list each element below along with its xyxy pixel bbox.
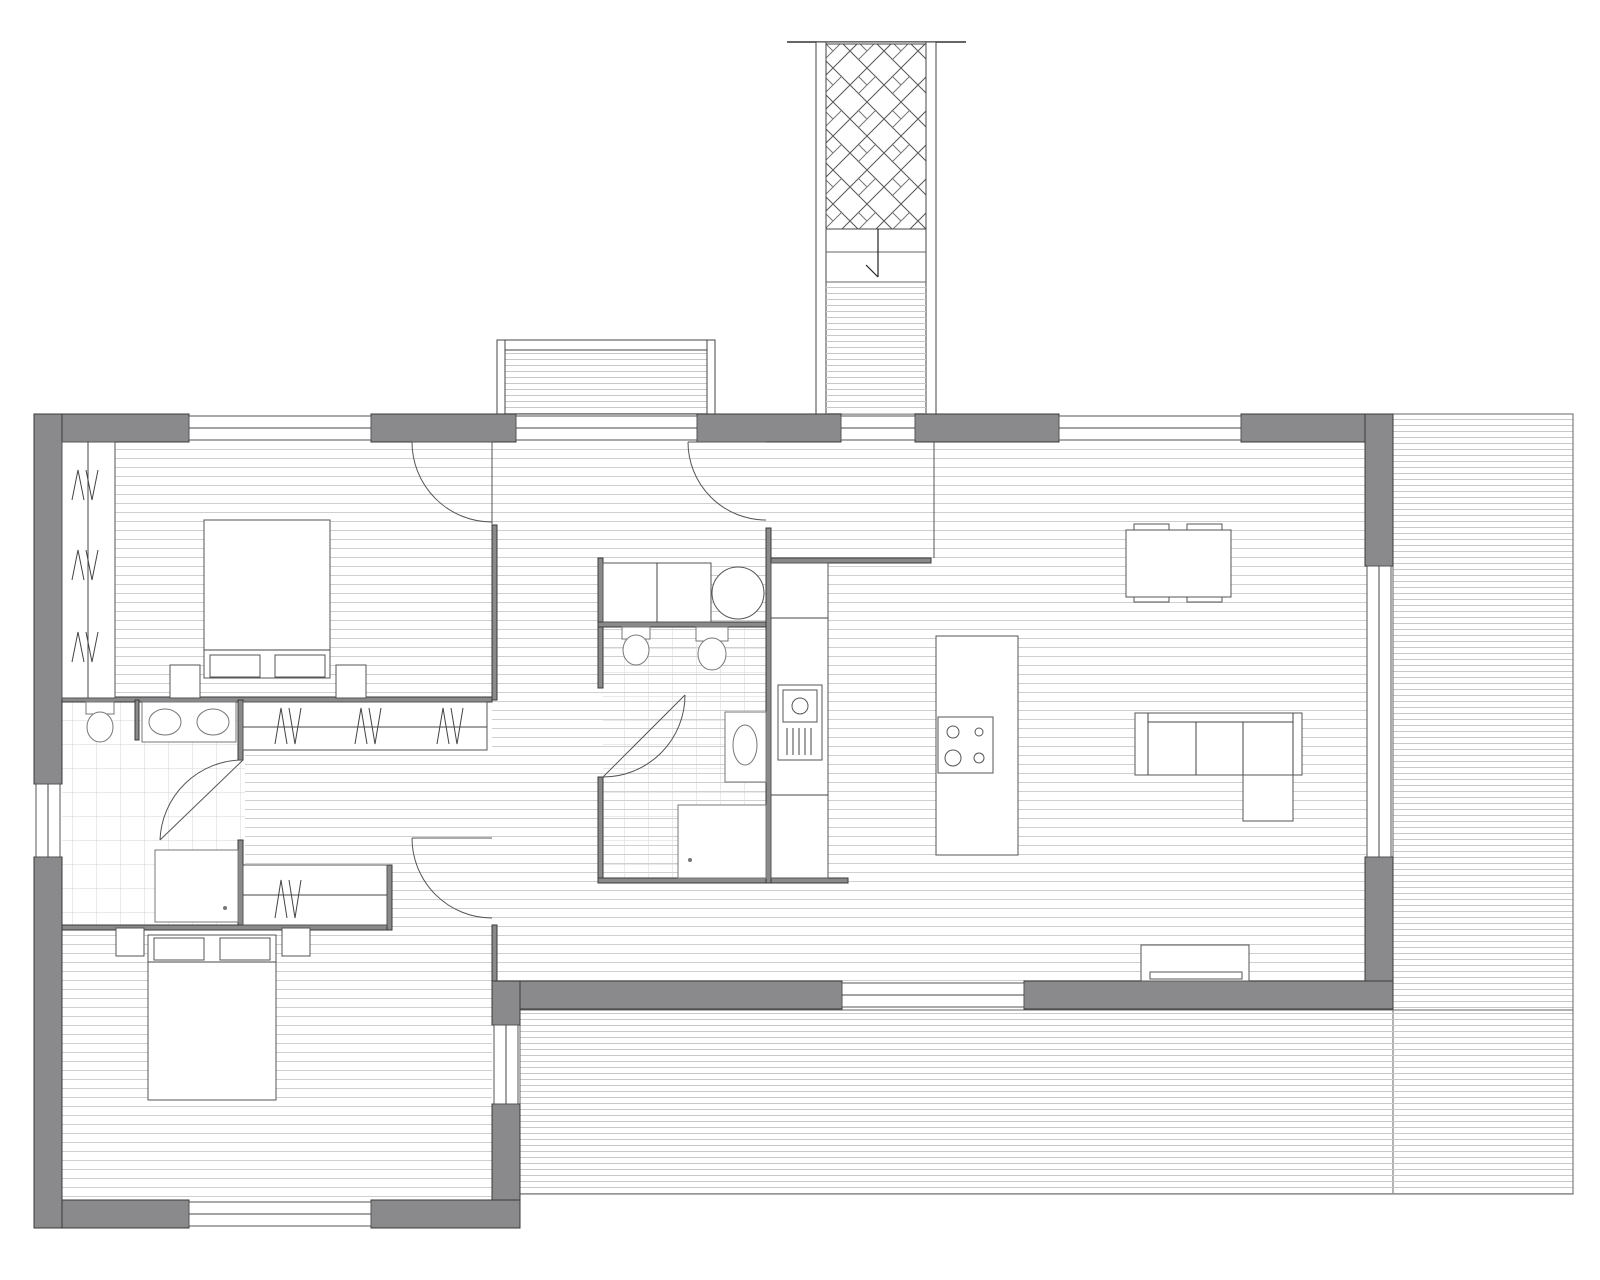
window <box>841 982 1025 1008</box>
kitchen <box>770 562 1019 879</box>
double-sink <box>141 701 237 743</box>
door <box>687 441 767 521</box>
cooktop <box>937 716 994 774</box>
bathroom-1 <box>85 701 239 923</box>
double-bed <box>147 934 277 1101</box>
hallway-wardrobe <box>242 701 488 751</box>
double-bed <box>203 519 331 679</box>
nightstand <box>169 664 201 699</box>
north-balcony <box>496 339 716 415</box>
bedroom-1 <box>61 441 367 699</box>
exterior-walls <box>33 413 1394 1229</box>
window <box>493 1024 519 1105</box>
wardrobe <box>61 441 116 699</box>
window <box>188 1201 372 1227</box>
window <box>1366 565 1392 858</box>
dining-table <box>1125 529 1232 598</box>
doors <box>159 441 935 919</box>
kitchen-sink <box>777 684 823 761</box>
door <box>602 694 686 778</box>
toilet <box>695 626 729 671</box>
window <box>840 415 916 441</box>
door <box>411 837 493 919</box>
bedroom-2 <box>115 927 311 1101</box>
bedroom-2-floor <box>62 928 492 1208</box>
l-shaped-sofa <box>1134 712 1303 822</box>
nightstand <box>115 927 145 957</box>
window <box>35 783 61 858</box>
dining-area <box>1125 523 1232 603</box>
door <box>411 441 493 523</box>
entrance-path <box>787 41 966 415</box>
window <box>188 415 372 441</box>
nightstand <box>281 927 311 957</box>
interior-walls <box>61 524 932 982</box>
door <box>159 759 244 841</box>
shower-tray <box>677 804 767 879</box>
sink <box>724 711 767 783</box>
washing-machine <box>602 562 765 623</box>
window <box>1058 415 1242 441</box>
toilet <box>621 626 651 666</box>
windows <box>35 415 1392 1227</box>
tv-console <box>1140 944 1250 982</box>
bathroom-2 <box>602 562 767 879</box>
toilet <box>85 701 115 743</box>
shower-tray <box>154 849 239 923</box>
wardrobe <box>242 864 388 926</box>
terrace-deck <box>519 413 1574 1195</box>
window <box>515 415 698 441</box>
nightstand <box>335 664 367 699</box>
